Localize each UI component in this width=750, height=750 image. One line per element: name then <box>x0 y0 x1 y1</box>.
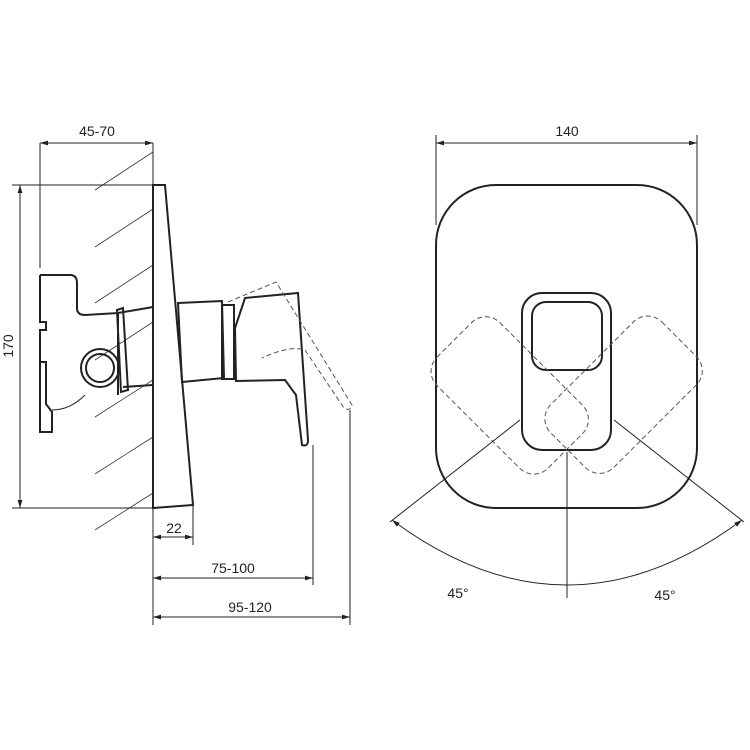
angle-left-label: 45° <box>447 585 468 601</box>
dim-plate-label: 22 <box>166 520 182 536</box>
angle-right-label: 45° <box>654 587 675 603</box>
dim-height-label: 170 <box>0 334 16 358</box>
side-view: 45-70 170 22 75-100 95-120 <box>0 123 353 625</box>
dim-width-label: 140 <box>555 123 579 139</box>
front-view: 140 45° 45° <box>389 123 745 603</box>
handle-top <box>531 301 603 371</box>
dim-lever-label: 75-100 <box>211 560 255 576</box>
wall-hatching <box>94 151 154 531</box>
dim-total-label: 95-120 <box>228 599 272 615</box>
dim-depth-label: 45-70 <box>79 123 115 139</box>
dimension-lines <box>12 140 351 625</box>
mixer-body <box>39 184 353 510</box>
angle-indicator <box>389 419 745 598</box>
rotated-handle-positions <box>430 315 703 475</box>
handle <box>521 292 612 451</box>
